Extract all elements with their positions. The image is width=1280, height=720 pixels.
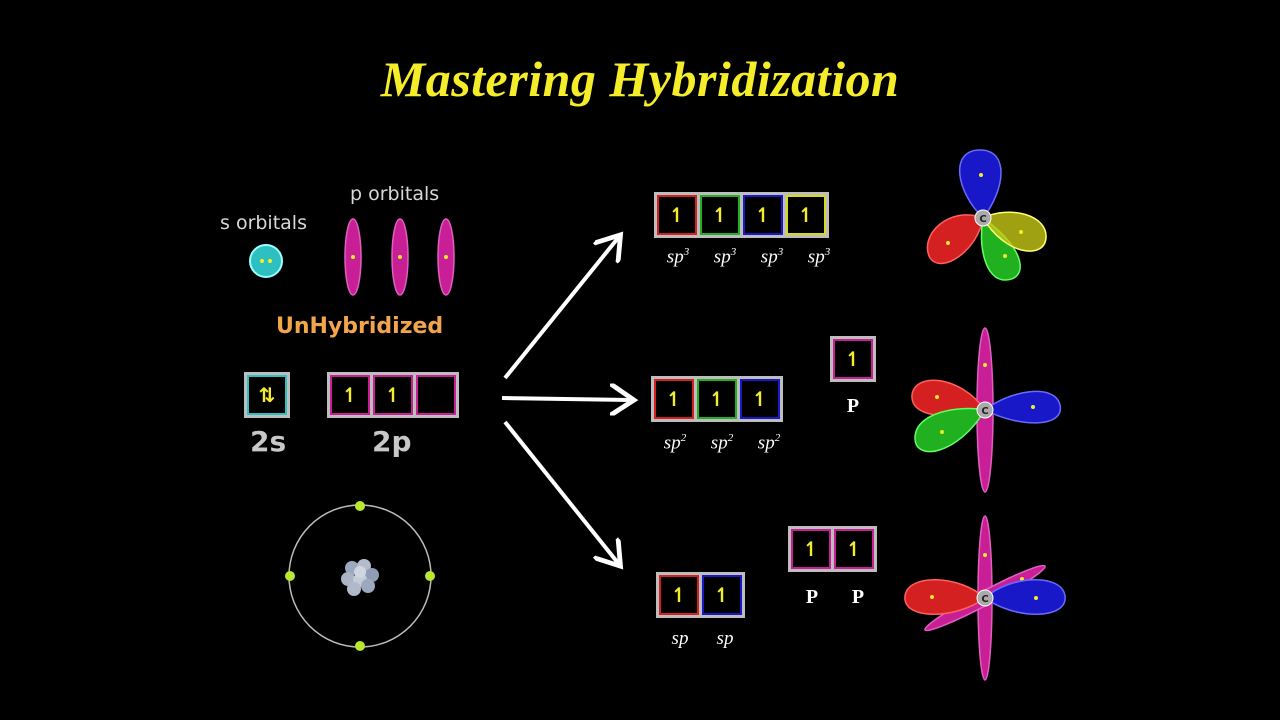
orbital-box-2s-1: ⇅ xyxy=(247,375,287,415)
orbital-box-2s: ⇅ xyxy=(244,372,290,418)
shell-2s-label: 2s xyxy=(250,425,287,458)
sp-p-orbital-boxes: ↿ ↿ xyxy=(788,526,877,572)
sp2-label-1: sp2 xyxy=(663,432,687,454)
sp3-center-atom: C xyxy=(979,214,986,225)
sp2-box-3: ↿ xyxy=(740,379,780,419)
sp3-box-1: ↿ xyxy=(657,195,697,235)
orbital-box-2p-2: ↿ xyxy=(373,375,413,415)
sp-p-label-1: P xyxy=(805,586,819,608)
sp-label-1: sp xyxy=(671,628,689,649)
sp-orbital-boxes: ↿ ↿ xyxy=(656,572,745,618)
sp2-label-2: sp2 xyxy=(710,432,734,454)
sp2-p-label: P xyxy=(846,395,860,417)
sp2-orbital-boxes: ↿ ↿ ↿ xyxy=(651,376,783,422)
sp2-structure-icon: C xyxy=(911,327,1061,493)
sp-p-box-1: ↿ xyxy=(791,529,831,569)
p-orbitals-icon xyxy=(344,218,455,296)
sp3-label-3: sp3 xyxy=(760,246,784,268)
sp-label-2: sp xyxy=(716,628,734,649)
shell-2p-label: 2p xyxy=(372,425,412,458)
arrow-to-sp xyxy=(503,420,618,563)
sp3-box-3: ↿ xyxy=(743,195,783,235)
orbital-box-2p-3 xyxy=(416,375,456,415)
sp3-label-2: sp3 xyxy=(713,246,737,268)
arrow-to-sp3 xyxy=(503,238,618,380)
sp2-box-2: ↿ xyxy=(697,379,737,419)
sp-p-label-2: P xyxy=(851,586,865,608)
nucleus-icon xyxy=(341,559,379,596)
atom-model-icon xyxy=(285,501,435,651)
arrow-to-sp2 xyxy=(501,398,630,400)
sp3-structure-icon: C xyxy=(926,149,1047,281)
unhybridized-label: UnHybridized xyxy=(276,314,444,339)
s-orbital-icon xyxy=(249,244,283,278)
sp-p-box-2: ↿ xyxy=(834,529,874,569)
sp3-box-4: ↿ xyxy=(786,195,826,235)
orbital-box-2p: ↿ ↿ xyxy=(327,372,459,418)
sp3-label-4: sp3 xyxy=(807,246,831,268)
s-orbitals-label: s orbitals xyxy=(220,212,307,234)
sp2-box-1: ↿ xyxy=(654,379,694,419)
orbital-box-2p-1: ↿ xyxy=(330,375,370,415)
sp-box-1: ↿ xyxy=(659,575,699,615)
sp-center-atom: C xyxy=(981,594,988,605)
page-title: Mastering Hybridization xyxy=(380,51,900,107)
sp3-box-2: ↿ xyxy=(700,195,740,235)
sp-structure-icon: C xyxy=(904,515,1066,681)
sp-box-2: ↿ xyxy=(702,575,742,615)
sp2-p-orbital-box: ↿ xyxy=(830,336,876,382)
sp2-label-3: sp2 xyxy=(757,432,781,454)
sp2-center-atom: C xyxy=(981,406,988,417)
sp2-p-box: ↿ xyxy=(833,339,873,379)
sp3-orbital-boxes: ↿ ↿ ↿ ↿ xyxy=(654,192,829,238)
hybridization-arrows xyxy=(501,238,630,563)
p-orbitals-label: p orbitals xyxy=(350,183,440,205)
sp3-label-1: sp3 xyxy=(666,246,690,268)
